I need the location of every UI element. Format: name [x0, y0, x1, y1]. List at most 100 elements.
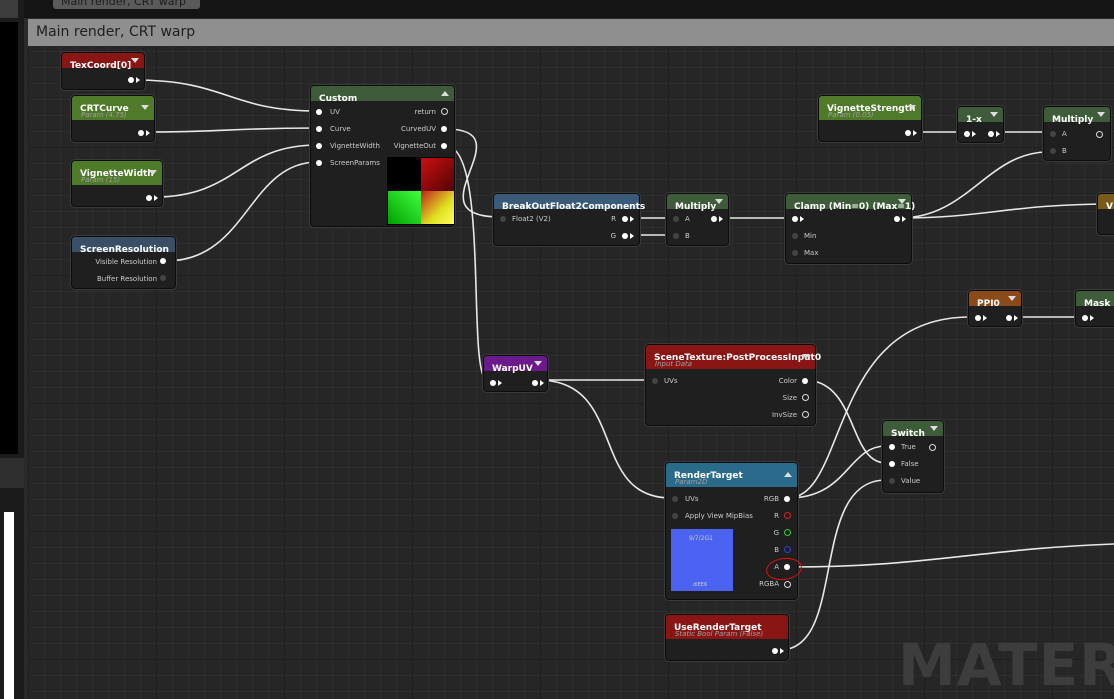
input-pin[interactable]: [792, 233, 798, 239]
material-graph-canvas[interactable]: MATERIA Main render, CRT war: [28, 19, 1114, 699]
input-pin[interactable]: [316, 109, 322, 115]
node-multiply-2[interactable]: Multiply A B: [1043, 106, 1111, 161]
dropdown-arrow-icon[interactable]: [149, 170, 157, 175]
output-pin[interactable]: [802, 411, 809, 418]
output-pin[interactable]: [622, 216, 628, 222]
node-header[interactable]: Mask (: [1076, 291, 1114, 309]
input-pin[interactable]: [652, 378, 658, 384]
collapse-arrow-icon[interactable]: [784, 472, 792, 477]
output-pin[interactable]: [160, 258, 166, 264]
input-pin[interactable]: [316, 126, 322, 132]
input-pin[interactable]: [1082, 315, 1088, 321]
panel-button[interactable]: [0, 0, 18, 18]
node-header[interactable]: VignetteWidth Param (15): [72, 161, 162, 185]
output-pin[interactable]: [138, 130, 144, 136]
node-header[interactable]: Switch: [883, 421, 943, 439]
input-pin[interactable]: [889, 444, 895, 450]
dropdown-arrow-icon[interactable]: [141, 105, 149, 110]
input-pin[interactable]: [500, 216, 506, 222]
input-pin[interactable]: [673, 233, 679, 239]
output-pin[interactable]: [622, 233, 628, 239]
output-pin[interactable]: [772, 648, 778, 654]
input-pin[interactable]: [792, 250, 798, 256]
node-crtcurve[interactable]: CRTCurve Param (4.75): [71, 95, 155, 142]
node-multiply[interactable]: Multiply A B: [666, 193, 729, 246]
dropdown-arrow-icon[interactable]: [930, 426, 938, 431]
node-header[interactable]: Multiply: [1044, 107, 1110, 125]
output-pin[interactable]: [128, 77, 134, 83]
input-pin[interactable]: [673, 216, 679, 222]
dropdown-arrow-icon[interactable]: [1008, 296, 1016, 301]
node-header[interactable]: Multiply: [667, 194, 728, 212]
node-header[interactable]: WarpUV: [484, 356, 547, 374]
node-header[interactable]: ScreenResolution: [72, 237, 175, 255]
output-pin[interactable]: [784, 496, 790, 502]
node-header[interactable]: BreakOutFloat2Components: [494, 194, 645, 212]
node-v-partial[interactable]: V: [1097, 193, 1114, 235]
dropdown-arrow-icon[interactable]: [908, 105, 916, 110]
output-pin[interactable]: [441, 126, 447, 132]
node-warpuv[interactable]: WarpUV: [483, 355, 548, 392]
input-pin[interactable]: [490, 380, 496, 386]
dropdown-arrow-icon[interactable]: [534, 361, 542, 366]
node-header[interactable]: Custom: [311, 86, 454, 104]
node-one-minus-x[interactable]: 1-x: [957, 106, 1004, 143]
output-pin[interactable]: [802, 378, 808, 384]
node-header[interactable]: VignetteStrength Param (0.05): [819, 96, 921, 120]
output-pin[interactable]: [441, 143, 447, 149]
node-header[interactable]: SceneTexture:PostProcessInput0 Input Dat…: [646, 345, 821, 369]
node-header[interactable]: PPI0: [969, 291, 1021, 309]
dropdown-arrow-icon[interactable]: [715, 199, 723, 204]
node-screenresolution[interactable]: ScreenResolution Visible Resolution Buff…: [71, 236, 176, 289]
input-pin[interactable]: [1050, 148, 1056, 154]
output-pin[interactable]: [784, 512, 791, 519]
node-header[interactable]: CRTCurve Param (4.75): [72, 96, 154, 120]
collapse-arrow-icon[interactable]: [441, 91, 449, 96]
output-pin[interactable]: [532, 380, 538, 386]
node-breakoutfloat2[interactable]: BreakOutFloat2Components Float2 (V2) R G: [493, 193, 645, 246]
output-pin[interactable]: [1096, 131, 1103, 138]
dropdown-arrow-icon[interactable]: [802, 354, 810, 359]
node-scenetexture[interactable]: SceneTexture:PostProcessInput0 Input Dat…: [645, 344, 821, 426]
input-pin[interactable]: [889, 461, 895, 467]
node-vignettestrength[interactable]: VignetteStrength Param (0.05): [818, 95, 922, 142]
input-pin[interactable]: [1050, 131, 1056, 137]
input-pin[interactable]: [792, 216, 798, 222]
node-header[interactable]: TexCoord[0]: [62, 53, 144, 71]
node-header[interactable]: UseRenderTarget Static Bool Param (False…: [666, 615, 788, 639]
output-pin[interactable]: [160, 275, 166, 281]
output-pin[interactable]: [711, 216, 717, 222]
input-pin[interactable]: [975, 315, 981, 321]
node-header[interactable]: V: [1098, 194, 1114, 212]
output-pin[interactable]: [146, 195, 152, 201]
node-switch[interactable]: Switch True False Value: [882, 420, 944, 493]
node-header[interactable]: 1-x: [958, 107, 1003, 125]
node-clamp[interactable]: Clamp (Min=0) (Max=1) Min Max: [785, 193, 915, 264]
node-ppi0[interactable]: PPI0: [968, 290, 1022, 327]
dropdown-arrow-icon[interactable]: [131, 58, 139, 63]
node-header[interactable]: Clamp (Min=0) (Max=1): [786, 194, 915, 212]
input-pin[interactable]: [889, 478, 895, 484]
input-pin[interactable]: [316, 143, 322, 149]
output-pin[interactable]: [929, 444, 936, 451]
dropdown-arrow-icon[interactable]: [990, 112, 998, 117]
output-pin[interactable]: [784, 546, 791, 553]
output-pin[interactable]: [441, 108, 448, 115]
node-custom[interactable]: Custom UV Curve VignetteWidth ScreenPara…: [310, 85, 455, 227]
output-pin[interactable]: [784, 581, 791, 588]
node-vignettewidth[interactable]: VignetteWidth Param (15): [71, 160, 163, 207]
node-rendertarget[interactable]: RenderTarget Param2D UVs Apply View MipB…: [665, 462, 804, 600]
node-mask-partial[interactable]: Mask (: [1075, 290, 1114, 327]
output-pin[interactable]: [988, 131, 994, 137]
output-pin[interactable]: [1006, 315, 1012, 321]
input-pin[interactable]: [672, 513, 678, 519]
comment-box-header[interactable]: Main render, CRT warp: [28, 19, 1114, 46]
dropdown-arrow-icon[interactable]: [898, 199, 906, 204]
input-pin[interactable]: [964, 131, 970, 137]
node-userendertarget[interactable]: UseRenderTarget Static Bool Param (False…: [665, 614, 789, 661]
node-texcoord[interactable]: TexCoord[0]: [61, 52, 145, 90]
dropdown-arrow-icon[interactable]: [1097, 112, 1105, 117]
output-pin[interactable]: [905, 130, 911, 136]
input-pin[interactable]: [316, 160, 322, 166]
output-pin[interactable]: [894, 216, 900, 222]
